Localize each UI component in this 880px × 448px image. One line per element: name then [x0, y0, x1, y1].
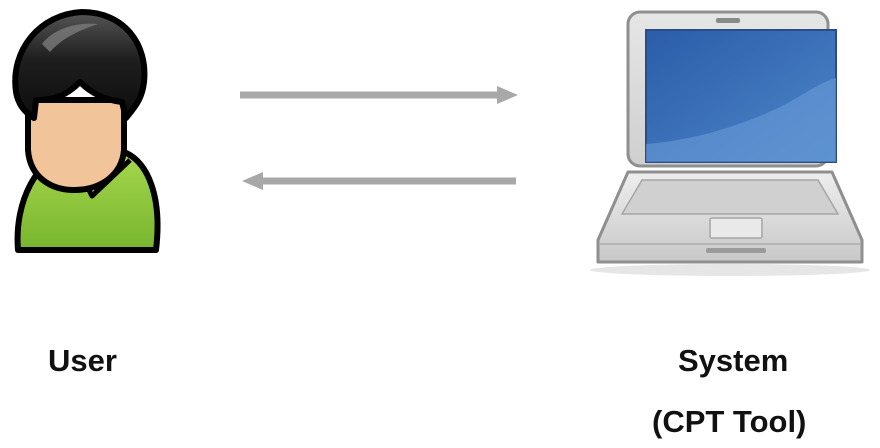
- arrow-left-icon: [242, 172, 516, 190]
- system-sublabel: (CPT Tool): [652, 404, 807, 439]
- laptop-keyboard: [620, 179, 840, 215]
- arrow-right-icon: [240, 86, 518, 104]
- laptop-shadow: [590, 264, 870, 276]
- user-face: [25, 97, 127, 193]
- user-label: User: [48, 343, 117, 378]
- laptop-icon: [590, 10, 870, 276]
- system-label: System: [678, 343, 789, 378]
- laptop-screen-glare: [646, 78, 836, 162]
- laptop-touchpad: [709, 217, 763, 239]
- laptop-camera: [716, 18, 740, 23]
- laptop-front-latch: [706, 248, 766, 253]
- user-icon: [12, 9, 161, 253]
- user-hair-highlight: [42, 23, 98, 52]
